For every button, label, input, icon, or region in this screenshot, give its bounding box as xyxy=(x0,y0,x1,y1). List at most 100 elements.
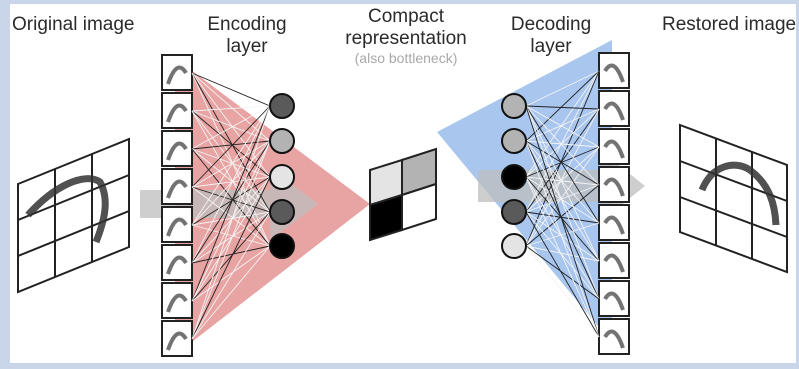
encoder-connection xyxy=(191,72,271,178)
encoder-connection xyxy=(191,105,271,264)
decoder-connection xyxy=(525,176,600,338)
decoder-output-cell-stroke xyxy=(603,215,625,235)
encoder-input-cell xyxy=(161,320,193,357)
encoder-connection xyxy=(191,110,271,213)
decoder-output-cell xyxy=(598,204,630,241)
encoder-input-cell-stroke xyxy=(166,103,188,123)
bottleneck-grid xyxy=(369,147,437,242)
bottleneck-cell xyxy=(401,182,437,232)
decoder-connection xyxy=(525,140,600,262)
decoder-connection xyxy=(525,176,600,186)
encoder-input-cell-stroke xyxy=(166,65,188,85)
decoder-connection xyxy=(525,211,600,300)
encoder-connection xyxy=(191,105,271,340)
encoder-connection xyxy=(191,211,271,302)
decoder-connection xyxy=(525,140,600,186)
decoder-connection xyxy=(525,105,600,186)
encoder-connection xyxy=(191,72,271,107)
decoder-connection xyxy=(525,70,600,142)
decoder-connection xyxy=(525,105,600,338)
decoder-connection xyxy=(525,108,600,178)
encoding-label-line2: layer xyxy=(226,36,268,57)
decoder-output-cell xyxy=(598,90,630,127)
decoder-output-cell xyxy=(598,242,630,279)
decoder-output-cell xyxy=(598,280,630,317)
encoder-input-cell xyxy=(161,92,193,129)
encoder-node xyxy=(269,233,295,259)
encoder-node xyxy=(269,199,295,225)
encoding-label-line1: Encoding xyxy=(207,14,287,35)
restored-image-grid xyxy=(679,123,788,274)
encoder-connection xyxy=(191,211,271,226)
encoding-layer-label: Encoding layer xyxy=(196,14,298,58)
encoder-node xyxy=(269,164,295,190)
decoder-connection xyxy=(525,108,600,213)
encoder-input-cell xyxy=(161,244,193,281)
decoder-connection xyxy=(525,176,600,224)
encoder-input-cell-stroke xyxy=(166,179,188,199)
encoder-nodes xyxy=(269,93,295,259)
encoder-connection xyxy=(191,211,271,340)
encoder-connection xyxy=(191,110,271,178)
encoder-node xyxy=(269,128,295,154)
decoder-connection xyxy=(525,140,600,148)
encoder-connection xyxy=(191,176,271,340)
decoder-connection xyxy=(525,140,600,338)
decoder-connection xyxy=(525,70,600,178)
decoder-output-cell xyxy=(598,166,630,203)
decoder-node xyxy=(501,233,527,259)
encoder-connection xyxy=(191,140,271,188)
encoder-input-cell xyxy=(161,206,193,243)
decoder-connection xyxy=(525,245,600,300)
encoder-connection xyxy=(191,72,271,142)
encoder-connection xyxy=(191,186,271,213)
encoder-input-cell xyxy=(161,282,193,319)
decoder-output-cell-stroke xyxy=(603,329,625,349)
decoder-connection xyxy=(525,146,600,213)
decoder-connection xyxy=(525,146,600,247)
encoder-connection xyxy=(191,211,271,264)
original-digit-stroke xyxy=(25,175,109,244)
decoder-connection xyxy=(525,211,600,262)
decoder-connection xyxy=(525,245,600,338)
encoder-connection xyxy=(191,110,271,142)
decoder-node xyxy=(501,199,527,225)
decoder-output-cell-stroke xyxy=(603,139,625,159)
encoder-connection xyxy=(191,140,271,264)
encoder-input-cell xyxy=(161,168,193,205)
encoder-connection xyxy=(191,224,271,247)
decoder-connection xyxy=(525,184,600,247)
encoder-input-cell-stroke xyxy=(166,217,188,237)
encoder-input-cell-stroke xyxy=(166,141,188,161)
decoder-node xyxy=(501,128,527,154)
decoder-connection xyxy=(525,70,600,247)
encoder-connection xyxy=(191,148,271,247)
decoder-connection xyxy=(525,105,600,148)
decoder-output-cell xyxy=(598,318,630,355)
decoder-connection xyxy=(525,211,600,338)
restored-digit-stroke xyxy=(698,161,780,226)
encoder-connection xyxy=(191,140,271,226)
decoder-node xyxy=(501,93,527,119)
encoder-connection xyxy=(191,176,271,226)
encoder-node xyxy=(269,93,295,119)
decoder-connection xyxy=(525,108,600,247)
encoder-connection xyxy=(191,72,271,247)
encoder-connection xyxy=(191,140,271,340)
bottleneck-note: (also bottleneck) xyxy=(354,50,458,66)
encoder-connection xyxy=(191,148,271,178)
decoder-connection xyxy=(525,105,600,300)
encoder-connection xyxy=(191,105,271,112)
encoder-connection xyxy=(191,105,271,302)
decoder-connection xyxy=(525,140,600,224)
original-image-grid xyxy=(17,137,130,294)
compact-label-line2: representation xyxy=(345,28,467,49)
encoder-connection xyxy=(191,245,271,302)
restored-image-label: Restored image xyxy=(662,14,797,35)
compact-representation-label: Compact representation (also bottleneck) xyxy=(326,6,486,66)
decoder-connection xyxy=(525,245,600,262)
encoder-connection xyxy=(191,148,271,213)
decoding-label-line2: layer xyxy=(530,36,572,57)
